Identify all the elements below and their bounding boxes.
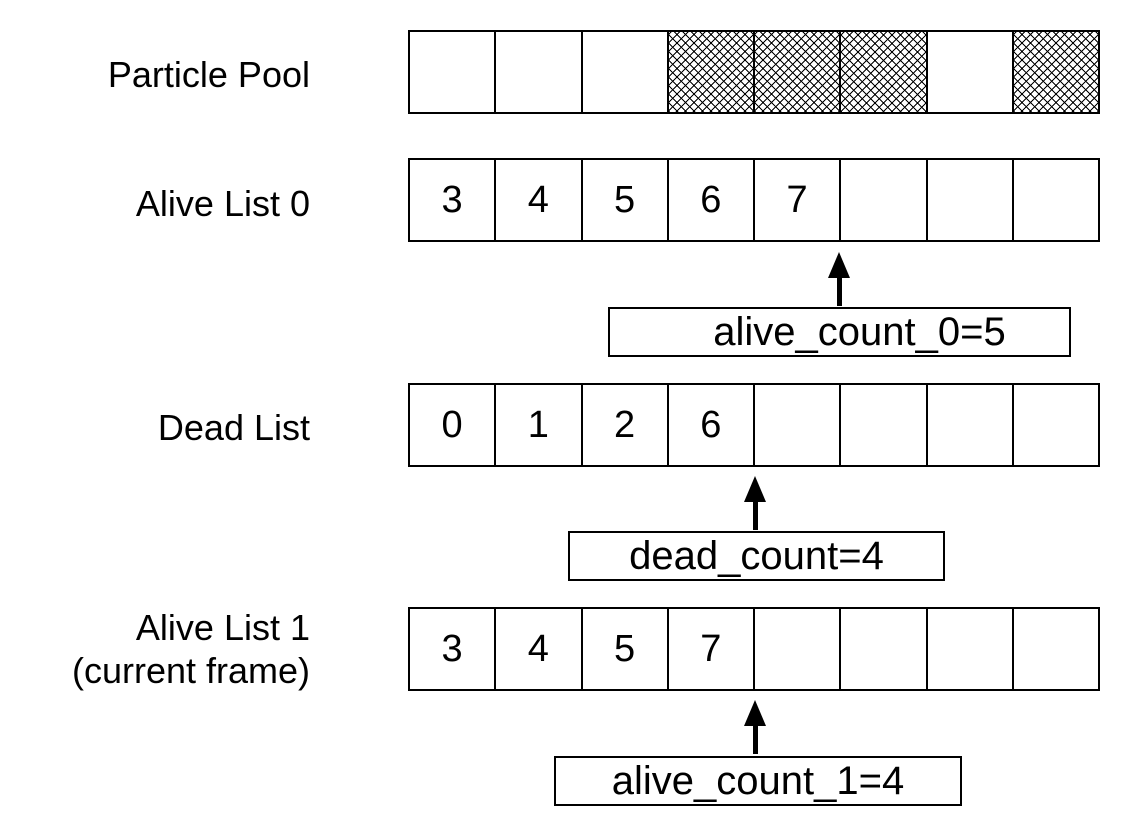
dead-list-cell: [755, 383, 842, 467]
alive-list-1-label: Alive List 1 (current frame): [72, 606, 310, 692]
dead-count-box: dead_count=4: [568, 531, 945, 581]
dead-list-cell: 2: [582, 383, 669, 467]
alive-list-0-label: Alive List 0: [135, 183, 310, 224]
dead-list-cell: [927, 383, 1014, 467]
alive-list-1-cell: 5: [582, 607, 669, 691]
alive-list-1-cell: [927, 607, 1014, 691]
alive-list-1-cell: [755, 607, 842, 691]
alive-count-1-box: alive_count_1=4: [554, 756, 962, 806]
alive-list-0-cell: 5: [582, 158, 669, 242]
alive-list-0-cell: 6: [668, 158, 755, 242]
alive-list-0-cell: 4: [496, 158, 583, 242]
particle-pool-cell: [496, 30, 583, 114]
alive-list-1-cell: [841, 607, 928, 691]
alive-count-1-pointer-arrow: [743, 700, 767, 754]
dead-count-pointer-arrow: [743, 476, 767, 530]
particle-pool-cell: [755, 30, 842, 114]
alive-list-0-cell: [1013, 158, 1100, 242]
particle-pool-cell: [1013, 30, 1100, 114]
alive-list-1-cell: [1013, 607, 1100, 691]
alive-count-0-pointer-arrow: [827, 252, 851, 306]
alive-list-0-cell: 7: [755, 158, 842, 242]
alive-list-1-cell: 7: [668, 607, 755, 691]
alive-list-0-cell: 3: [410, 158, 497, 242]
dead-list-cell: 1: [496, 383, 583, 467]
alive-list-0-cell: [841, 158, 928, 242]
particle-pool-cell: [668, 30, 755, 114]
particle-pool-cell: [582, 30, 669, 114]
dead-list-cell: [1013, 383, 1100, 467]
dead-list-cell: 0: [410, 383, 497, 467]
particle-pool-label: Particle Pool: [107, 54, 310, 95]
dead-list-cell: 6: [668, 383, 755, 467]
dead-list-cell: [841, 383, 928, 467]
particle-pool-cell: [410, 30, 497, 114]
alive-list-0-cell: [927, 158, 1014, 242]
particle-pool-cell: [841, 30, 928, 114]
particle-pool-cells: [408, 30, 1100, 114]
alive-count-0-box: alive_count_0=5: [608, 307, 1071, 357]
alive-list-1-cell: 4: [496, 607, 583, 691]
particle-pool-cell: [927, 30, 1014, 114]
alive-list-1-title: Alive List 1: [135, 607, 310, 648]
alive-list-1-cell: 3: [410, 607, 497, 691]
dead-list-label: Dead List: [157, 407, 310, 448]
alive-list-1-subtitle: (current frame): [71, 650, 310, 692]
